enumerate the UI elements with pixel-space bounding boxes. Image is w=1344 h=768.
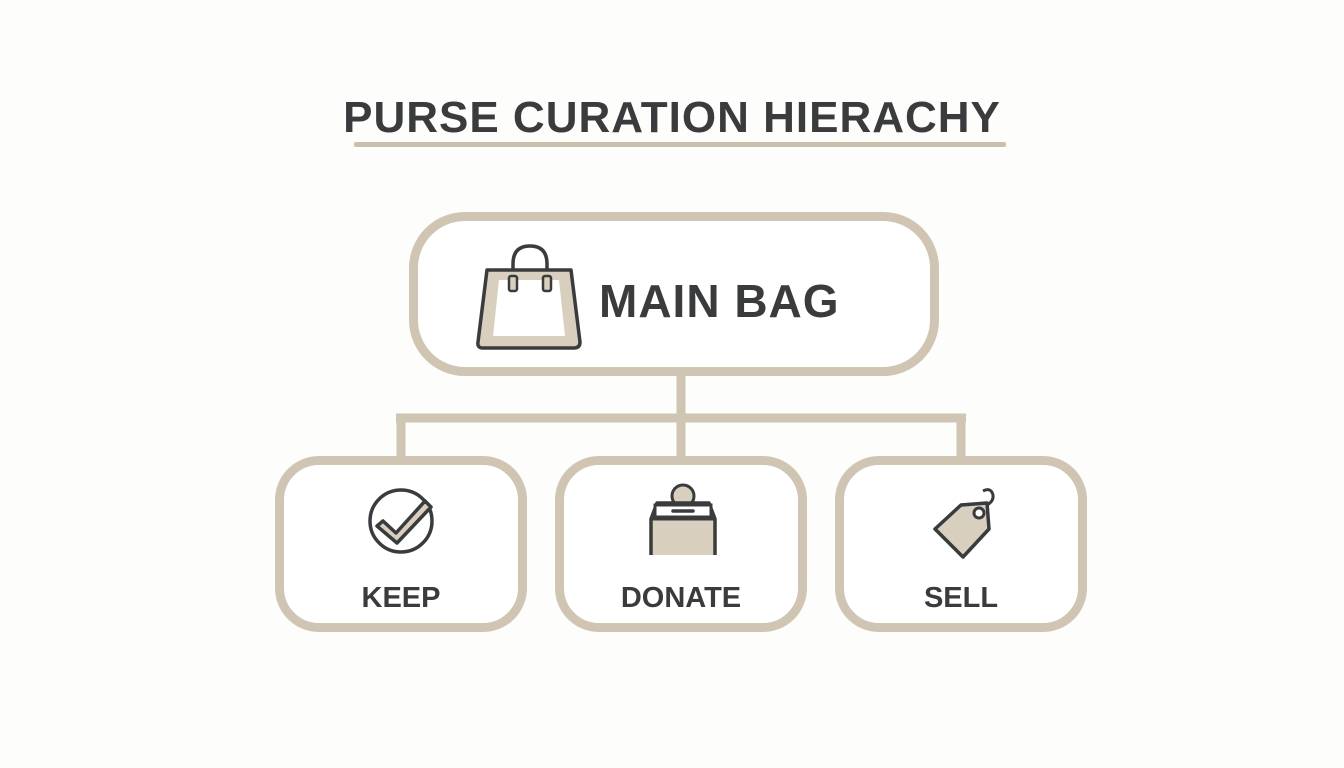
price-tag-icon [927,483,999,568]
sell-label: SELL [923,582,999,614]
keep-label: KEEP [361,582,441,614]
keep-node: KEEP [275,456,527,632]
diagram-title: PURSE CURATION HIERACHY [343,93,1001,142]
donation-box-icon [647,483,719,560]
donate-label: DONATE [620,582,742,614]
donate-node: DONATE [555,456,807,632]
main-bag-node: MAIN BAG [409,212,939,376]
handbag-icon [473,238,583,355]
checkmark-circle-icon [367,483,439,560]
main-bag-label: MAIN BAG [599,275,840,327]
title-underline [354,142,1006,147]
sell-node: SELL [835,456,1087,632]
